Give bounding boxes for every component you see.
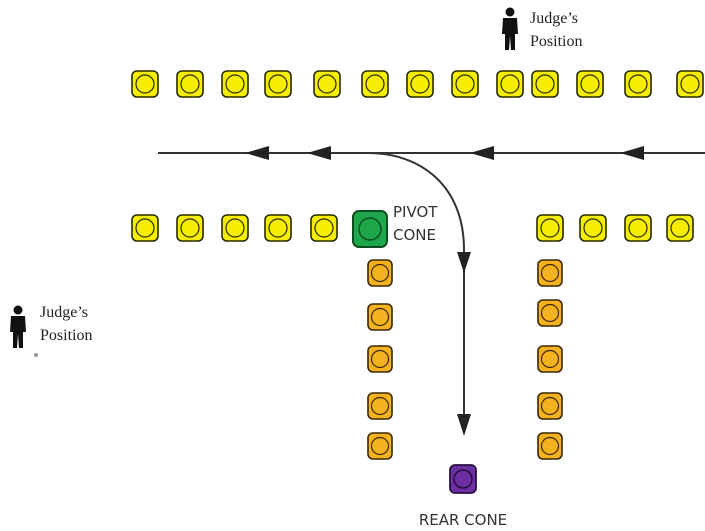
pivot-label-1: PIVOT: [393, 203, 438, 221]
arrowhead-icon: [620, 146, 644, 160]
orange-cone: [537, 345, 563, 373]
yellow-cone: [264, 214, 292, 242]
yellow-cone: [531, 70, 559, 98]
orange-cone: [367, 259, 393, 287]
orange-cone: [367, 432, 393, 460]
yellow-cone: [131, 214, 159, 242]
yellow-cone: [176, 214, 204, 242]
orange-cone: [367, 303, 393, 331]
yellow-cone: [666, 214, 694, 242]
yellow-cone: [579, 214, 607, 242]
pivot-cone: [352, 210, 388, 248]
pivot-label-2: CONE: [393, 226, 436, 244]
marker-dot: [34, 353, 38, 357]
judge-left-label-1: Judge’s: [40, 304, 88, 321]
judge-left-label-2: Position: [40, 327, 92, 344]
turn-path: [367, 152, 465, 425]
person-icon: [10, 305, 26, 348]
yellow-cone: [536, 214, 564, 242]
yellow-cone: [406, 70, 434, 98]
yellow-cone: [624, 214, 652, 242]
yellow-cone: [624, 70, 652, 98]
orange-cone: [367, 392, 393, 420]
arrowhead-icon: [457, 252, 471, 273]
judge-top-label-1: Judge’s: [530, 10, 578, 27]
person-icon: [502, 7, 518, 50]
judge-left: Judge’s Position: [10, 304, 92, 357]
yellow-cone: [221, 214, 249, 242]
arrowhead-icon: [470, 146, 494, 160]
orange-cone: [537, 299, 563, 327]
orange-cone: [537, 432, 563, 460]
orange-cone: [537, 259, 563, 287]
arrowhead-icon: [307, 146, 331, 160]
yellow-cone: [310, 214, 338, 242]
rear-cone: [449, 464, 477, 494]
middle-right-cone-row: [536, 214, 694, 242]
right-orange-column: [537, 259, 563, 460]
yellow-cone: [361, 70, 389, 98]
yellow-cone: [451, 70, 479, 98]
yellow-cone: [131, 70, 159, 98]
yellow-cone: [576, 70, 604, 98]
path-lines: [158, 152, 705, 425]
yellow-cone: [313, 70, 341, 98]
arrowhead-icon: [245, 146, 269, 160]
yellow-cone: [676, 70, 704, 98]
yellow-cone: [496, 70, 524, 98]
arrowhead-icon: [457, 414, 471, 436]
yellow-cone: [264, 70, 292, 98]
rear-cone-label: REAR CONE: [419, 511, 507, 529]
middle-left-cone-row: [131, 214, 338, 242]
yellow-cone: [176, 70, 204, 98]
judge-top-label-2: Position: [530, 33, 582, 50]
yellow-cone: [221, 70, 249, 98]
arrows: [245, 146, 644, 436]
orange-cone: [537, 392, 563, 420]
judge-top: Judge’s Position: [502, 7, 582, 50]
orange-cone: [367, 345, 393, 373]
top-cone-row: [131, 70, 704, 98]
left-orange-column: [367, 259, 393, 460]
